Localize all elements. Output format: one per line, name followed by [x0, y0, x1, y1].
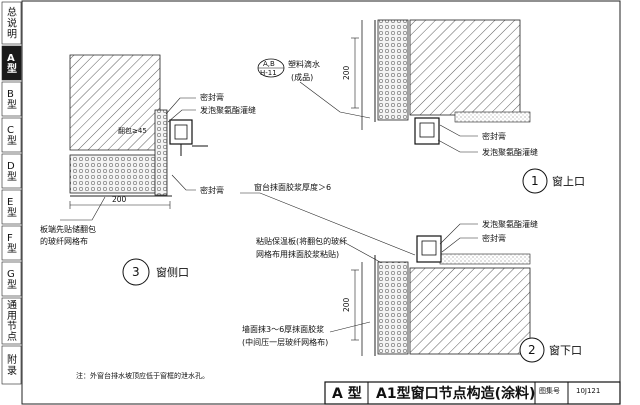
callout-3-circle: [122, 258, 150, 286]
side-tab-1[interactable]: [1, 1, 22, 45]
label-fold: 翻包≥45: [118, 126, 147, 135]
dim-200-bottom: 200: [342, 297, 351, 312]
leader-wall: [329, 321, 371, 333]
label-foam-1: 发泡聚氨酯灌缝: [482, 147, 538, 157]
window-frame-top: [414, 117, 440, 145]
wall-hatch: [69, 54, 161, 151]
label-board-1: 粘贴保温板(将翻包的玻纤: [256, 236, 347, 246]
ref-mark-top: A,B: [263, 60, 275, 68]
label-wall-2: (中间压一层玻纤网格布): [242, 337, 328, 347]
callout-2-title: 窗下口: [549, 343, 582, 357]
wall-hatch-bottom: [409, 267, 531, 355]
side-tab-label-10: 附录: [7, 353, 17, 377]
leader-mesh: [60, 196, 106, 221]
side-tab-5[interactable]: [1, 153, 22, 189]
callout-1-number: 1: [531, 174, 539, 188]
window-frame-profile: [169, 119, 193, 145]
sheet-frame: [21, 0, 621, 405]
reveal-insulation: [154, 109, 168, 196]
label-mesh-2: 的玻纤网格布: [40, 236, 88, 246]
leader-sealant-top: [165, 97, 196, 115]
footnote: 注：外窗台排水坡顶应低于窗框的泄水孔。: [76, 371, 209, 380]
insulation-vertical: [377, 19, 409, 121]
ref-note-2: (成品): [291, 72, 313, 82]
ref-note: 塑料滴水: [288, 59, 320, 69]
callout-1-title: 窗上口: [552, 174, 585, 188]
label-sealant-top: 密封膏: [200, 92, 224, 102]
label-foam: 发泡聚氨酯灌缝: [200, 105, 256, 115]
label-wall-1: 墙面抹3～6厚抹面胶浆: [242, 324, 324, 334]
side-tab-2[interactable]: [1, 45, 22, 81]
insulation-band: [69, 154, 163, 194]
drawing-title: A1型窗口节点构造(涂料): [376, 385, 535, 402]
detail-top-section: 200 A,B H-11 塑料滴水 (成品) 密封膏 发泡聚氨酯灌缝 1 窗上口: [257, 19, 585, 194]
title-block-frame: [324, 381, 621, 405]
leader-sealant-bottom: [171, 174, 196, 191]
side-tab-7[interactable]: [1, 225, 22, 261]
side-tab-4[interactable]: [1, 117, 22, 153]
atlas-code: 10J121: [576, 387, 600, 395]
leader-mortar: [240, 192, 416, 256]
label-board-2: 网格布用抹面胶浆粘贴): [256, 249, 339, 259]
side-tab-3[interactable]: [1, 81, 22, 117]
callout-3-title: 窗侧口: [156, 265, 189, 279]
label-sealant-bottom: 密封膏: [200, 185, 224, 195]
leader-sealant-1: [439, 124, 478, 137]
window-frame-top-inner: [419, 122, 435, 138]
callout-1-circle: [522, 168, 548, 194]
side-tab-6[interactable]: [1, 189, 22, 225]
side-tab-label-1: 总说明: [7, 6, 17, 41]
window-frame-inner: [174, 124, 188, 140]
side-tab-label-9: 通用节点: [7, 300, 17, 344]
title-type-label: A 型: [332, 385, 362, 402]
sill-band: [439, 253, 531, 265]
dim-200-side: 200: [112, 195, 127, 204]
atlas-label: 图集号: [539, 386, 560, 395]
detail-bottom-section: 200 窗台抹面胶浆厚度＞6 粘贴保温板(将翻包的玻纤 网格布用抹面胶浆粘贴) …: [240, 182, 582, 363]
label-foam-2: 发泡聚氨酯灌缝: [482, 219, 538, 229]
callout-2-number: 2: [528, 343, 536, 357]
detail-side-section: 密封膏 发泡聚氨酯灌缝 翻包≥45 200 密封膏 板端先贴储翻包 的玻纤网格布…: [40, 54, 256, 286]
leader-foam-1: [437, 139, 478, 153]
soffit-band: [454, 111, 531, 123]
title-block: A 型 A1型窗口节点构造(涂料) 图集号 10J121: [324, 381, 621, 405]
leader-board: [339, 239, 381, 263]
side-tab-9[interactable]: [1, 297, 22, 345]
leader-foam: [167, 109, 196, 123]
label-sealant-1: 密封膏: [482, 131, 506, 141]
side-tab-10[interactable]: [1, 345, 22, 385]
window-frame-bottom: [416, 235, 442, 263]
callout-2-circle: [519, 337, 545, 363]
dim-200-top: 200: [342, 65, 351, 80]
insulation-vertical-bottom: [377, 261, 409, 355]
leader-foam-2: [439, 223, 478, 245]
side-tab-8[interactable]: [1, 261, 22, 297]
window-frame-bottom-inner: [421, 240, 437, 256]
leader-sealant-2: [441, 237, 478, 253]
ref-mark-bottom: H-11: [260, 69, 277, 77]
label-mesh-1: 板端先贴储翻包: [40, 224, 96, 234]
wall-hatch-top: [409, 19, 521, 116]
label-sealant-2: 密封膏: [482, 233, 506, 243]
leader-ref: [299, 81, 371, 119]
label-mortar: 窗台抹面胶浆厚度＞6: [254, 182, 331, 192]
callout-3-number: 3: [132, 265, 140, 279]
